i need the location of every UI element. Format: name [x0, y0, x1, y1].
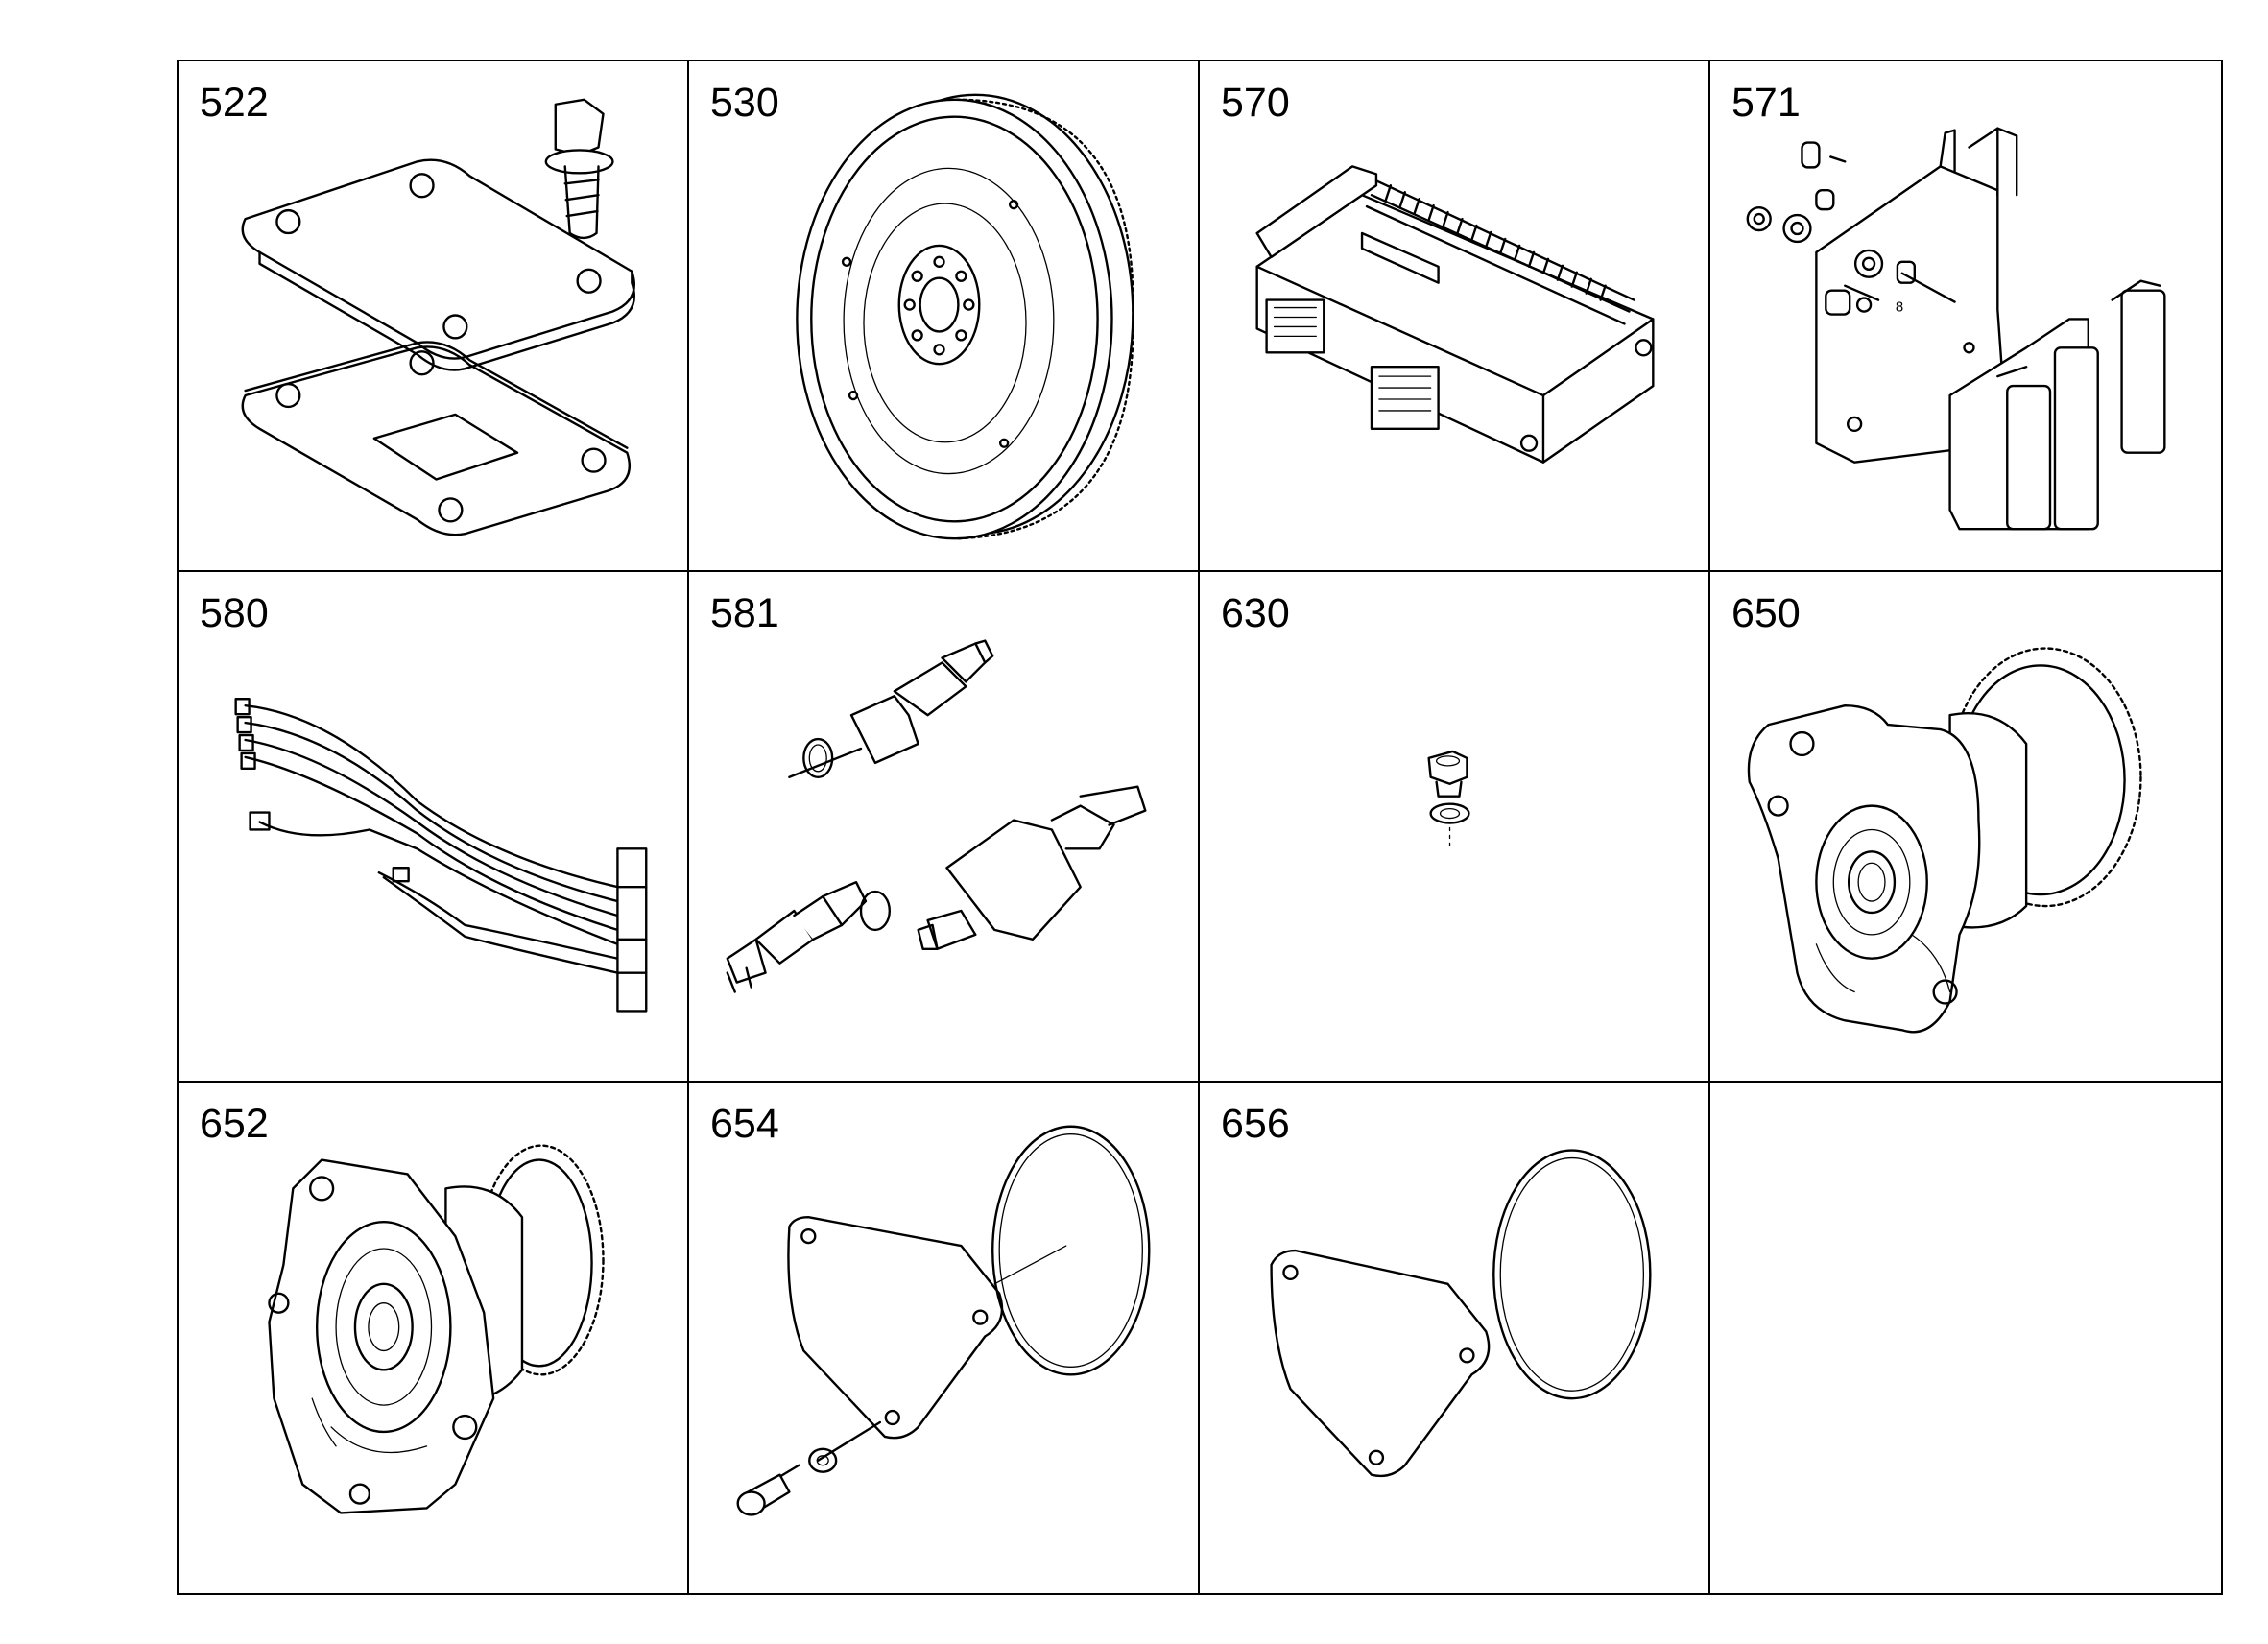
part-cell-570[interactable]: 570 — [1200, 61, 1710, 572]
part-number: 530 — [710, 80, 779, 126]
pump-with-gear-icon — [1747, 647, 2142, 1034]
part-number: 571 — [1731, 80, 1801, 126]
part-number: 654 — [710, 1101, 779, 1147]
control-unit-icon — [1255, 165, 1655, 464]
part-number: 650 — [1731, 590, 1801, 636]
sensor-set-icon — [726, 639, 1147, 993]
flywheel-icon — [796, 93, 1134, 540]
part-cell-522[interactable]: 522 — [179, 61, 689, 572]
part-cell-650[interactable]: 650 — [1710, 572, 2221, 1083]
gasket-plate-bolt-icon — [241, 98, 636, 536]
empty-cell — [1710, 1083, 2221, 1593]
part-cell-530[interactable]: 530 — [689, 61, 1200, 572]
part-number: 522 — [200, 80, 269, 126]
part-number: 581 — [710, 590, 779, 636]
part-number: 580 — [200, 590, 269, 636]
part-cell-630[interactable]: 630 — [1200, 572, 1710, 1083]
cover-oring-icon — [1270, 1149, 1652, 1478]
part-cell-654[interactable]: 654 — [689, 1083, 1200, 1593]
part-number: 656 — [1221, 1101, 1290, 1147]
part-number: 652 — [200, 1101, 269, 1147]
callout-8: 8 — [1896, 300, 1903, 316]
part-number: 570 — [1221, 80, 1290, 126]
part-number: 630 — [1221, 590, 1290, 636]
plug-screw-icon — [1427, 750, 1470, 850]
pump-housing-icon — [268, 1144, 605, 1514]
cover-oring-kit-icon — [736, 1125, 1151, 1516]
parts-grid: 522 530 — [177, 60, 2223, 1595]
part-cell-571[interactable]: 571 8 — [1710, 61, 2221, 572]
part-cell-581[interactable]: 581 — [689, 572, 1200, 1083]
part-cell-580[interactable]: 580 — [179, 572, 689, 1083]
wiring-harness-icon — [234, 698, 648, 1013]
part-cell-656[interactable]: 656 — [1200, 1083, 1710, 1593]
mounting-bracket-icon: 8 — [1746, 127, 2166, 531]
part-cell-652[interactable]: 652 — [179, 1083, 689, 1593]
